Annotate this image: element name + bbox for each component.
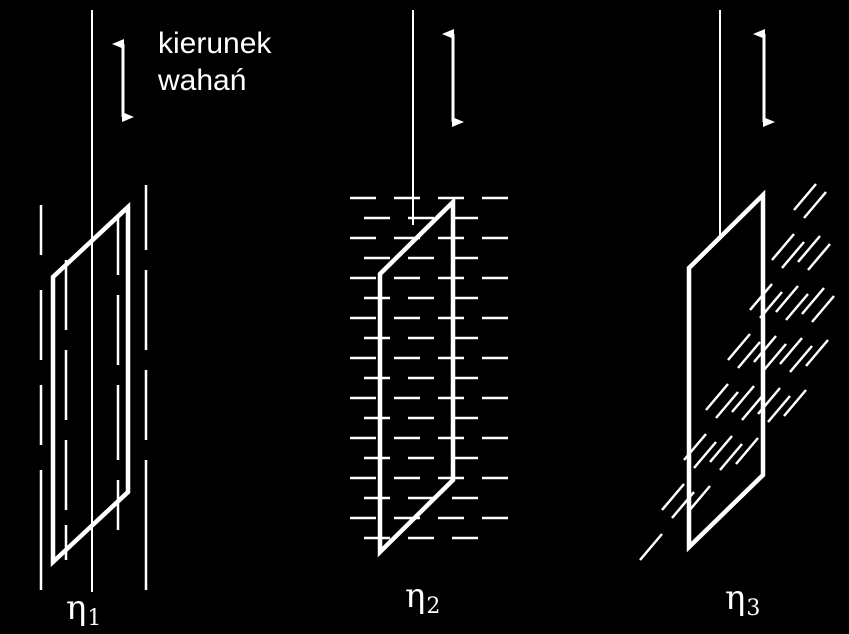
flow-line (781, 241, 805, 269)
flow-line (687, 485, 711, 513)
panel-3 (639, 10, 835, 561)
flow-lines-diagonal (639, 183, 835, 561)
flow-line (811, 295, 835, 323)
flow-line (719, 443, 743, 471)
flow-line (731, 385, 755, 413)
vane-2 (377, 196, 456, 558)
label-line-2: wahań (158, 63, 247, 97)
flow-line (693, 441, 717, 469)
panel-2 (350, 10, 508, 558)
flow-line (801, 287, 825, 315)
flow-lines-vertical (39, 185, 148, 590)
flow-line (783, 389, 807, 417)
flow-line (771, 233, 795, 261)
oscillation-direction-label: kierunek wahań (158, 26, 271, 99)
flow-line (775, 285, 799, 313)
eta-index: 1 (87, 606, 102, 631)
flow-line (763, 343, 787, 371)
flow-line (789, 345, 813, 373)
flow-line (797, 235, 821, 263)
flow-line (709, 435, 733, 463)
flow-line (737, 341, 761, 369)
vane-3 (686, 189, 766, 553)
flow-line (803, 191, 827, 219)
label-line-1: kierunek (158, 27, 272, 60)
viscosity-label-2: η2 (405, 576, 440, 619)
flow-line (639, 533, 663, 561)
flow-line (661, 483, 685, 511)
viscosity-label-1: η1 (66, 588, 101, 631)
flow-line (715, 391, 739, 419)
flow-line (727, 333, 751, 361)
flow-line (767, 395, 791, 423)
viscosity-label-3: η3 (725, 578, 760, 621)
eta-symbol: η (725, 578, 746, 618)
panel-1 (39, 10, 148, 592)
vane-1 (50, 201, 131, 568)
eta-symbol: η (66, 588, 87, 628)
flow-line (735, 437, 759, 465)
flow-line (779, 337, 803, 365)
flow-line (785, 293, 809, 321)
flow-lines-horizontal (350, 196, 508, 540)
flow-line (793, 183, 817, 211)
eta-symbol: η (405, 576, 426, 616)
flow-line (741, 393, 765, 421)
eta-index: 2 (426, 594, 441, 619)
flow-line (807, 243, 831, 271)
flow-line (705, 383, 729, 411)
flow-line (805, 339, 829, 367)
eta-index: 3 (746, 596, 761, 621)
